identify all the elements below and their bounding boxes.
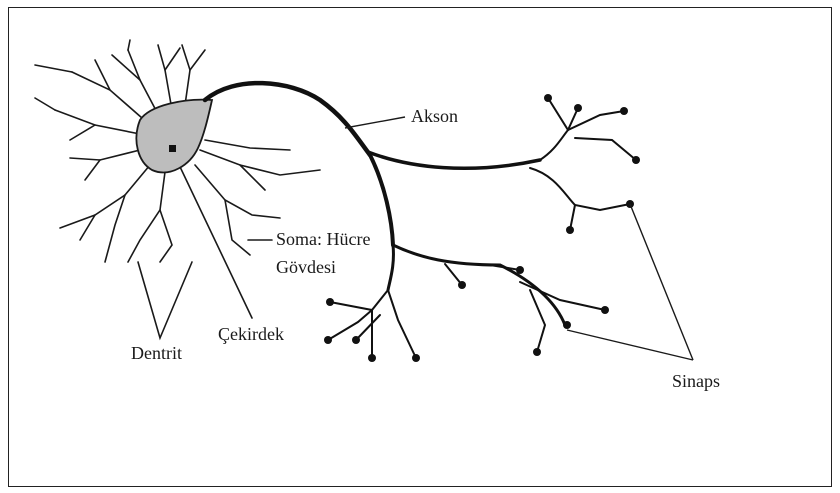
label-dentrit: Dentrit (131, 344, 182, 362)
label-akson: Akson (411, 107, 458, 125)
soma (136, 100, 212, 173)
nucleus (169, 145, 176, 152)
label-sinaps: Sinaps (672, 372, 720, 390)
label-soma-line1: Soma: Hücre (276, 230, 370, 248)
label-cekirdek: Çekirdek (218, 325, 284, 343)
pointer-lines (345, 117, 693, 360)
label-soma-line2: Gövdesi (276, 258, 336, 276)
